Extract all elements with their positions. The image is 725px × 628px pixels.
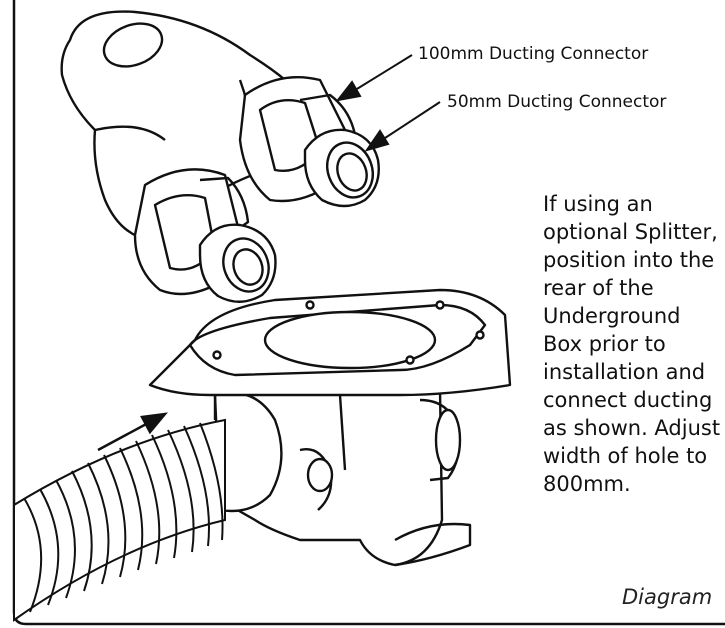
instruction-line: Box prior to <box>543 332 666 356</box>
instruction-text: If using an optional Splitter, position … <box>543 190 725 498</box>
corrugated-hose <box>13 418 226 622</box>
instruction-line: position into the <box>543 248 715 272</box>
arrow-hose <box>97 412 169 452</box>
instruction-line: If using an <box>543 192 653 216</box>
arrow-50mm <box>364 101 441 152</box>
diagram-caption: Diagram <box>622 585 713 609</box>
instruction-line: as shown. Adjust <box>543 416 721 440</box>
instruction-line: connect ducting <box>543 388 713 412</box>
label-50mm-ducting-connector: 50mm Ducting Connector <box>447 92 667 112</box>
instruction-line: 800mm. <box>543 472 631 496</box>
label-100mm-ducting-connector: 100mm Ducting Connector <box>418 44 649 64</box>
instruction-line: installation and <box>543 360 706 384</box>
underground-box-drawing <box>148 288 512 567</box>
instruction-line: width of hole to <box>543 444 708 468</box>
arrow-100mm <box>335 54 413 102</box>
instruction-line: rear of the <box>543 276 654 300</box>
instruction-line: Underground <box>543 304 681 328</box>
instruction-line: optional Splitter, <box>543 220 718 244</box>
splitter-drawing <box>60 10 380 303</box>
